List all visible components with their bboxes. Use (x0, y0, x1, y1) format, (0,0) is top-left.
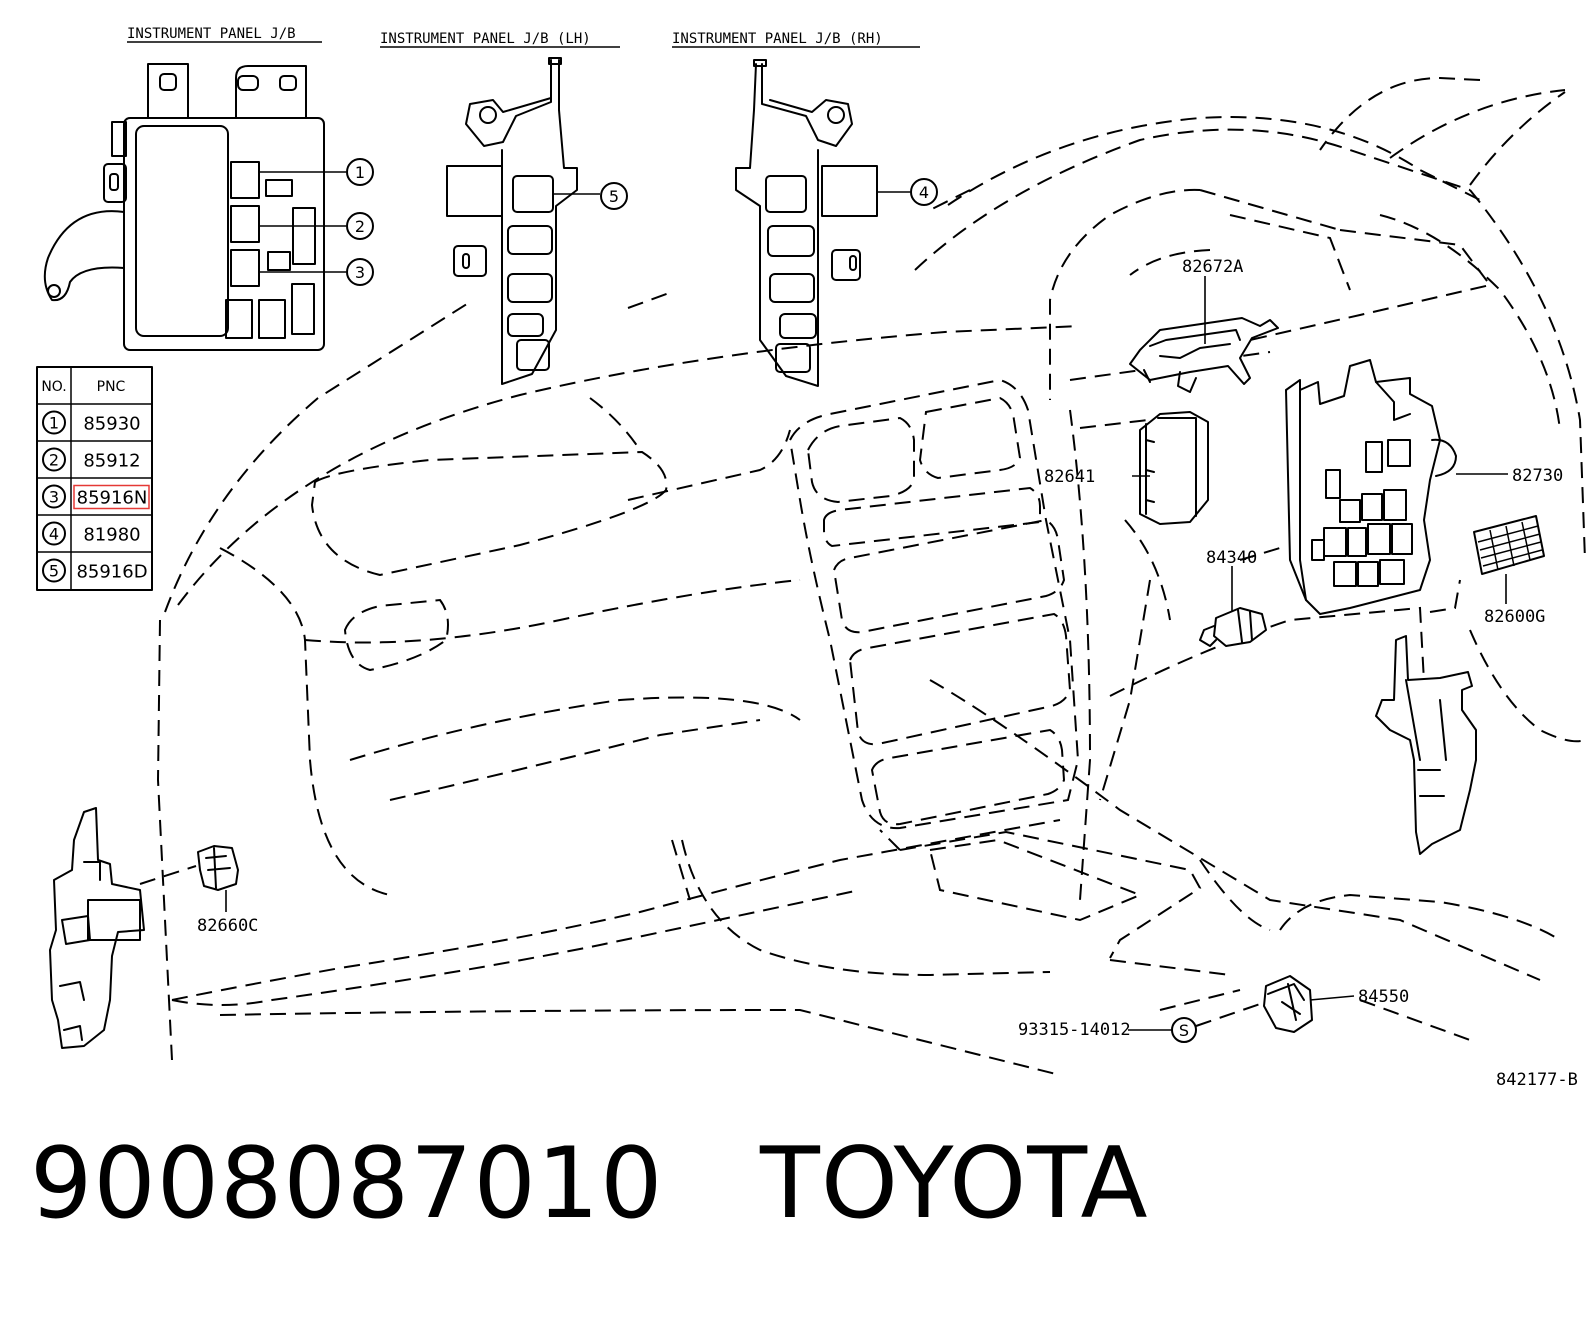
table-head-no: NO. (41, 379, 66, 395)
bracket-right (1375, 635, 1477, 855)
table-row-no: 2 (49, 451, 59, 470)
caption: 9008087010 TOYOTA (30, 1135, 1149, 1233)
header-instrument-panel-jb-lh: INSTRUMENT PANEL J/B (LH) (380, 31, 591, 47)
table-row-pnc-85912: 85912 (83, 451, 140, 472)
instrument-panel-jb-drawing (43, 63, 346, 351)
callout-1-label: 1 (355, 163, 365, 182)
table-row-pnc-85916D: 85916D (76, 562, 147, 583)
center-console-outline (788, 378, 1202, 959)
callout-5-label: 5 (609, 187, 619, 206)
table-row-no: 3 (49, 488, 59, 507)
table-row-pnc-85930: 85930 (83, 414, 140, 435)
junction-block-82730 (1285, 359, 1508, 615)
header-instrument-panel-jb-rh: INSTRUMENT PANEL J/B (RH) (672, 31, 883, 47)
screw-s-mark-label: S (1179, 1021, 1189, 1040)
table-row-callout-2 (42, 447, 66, 472)
table-row-no: 1 (49, 414, 59, 433)
part-number: 9008087010 (30, 1127, 664, 1241)
label-82600g: 82600G (1484, 607, 1545, 627)
diagram-reference: 842177-B (1496, 1070, 1578, 1090)
pnc-table: NO. PNC 1 85930 2 85912 3 85916N 4 81980 5 85916D (36, 366, 153, 591)
table-row-no: 4 (49, 525, 59, 544)
table-row-callout-5 (42, 558, 66, 583)
callout-2 (346, 212, 374, 240)
highlight-box (73, 484, 150, 510)
brand: TOYOTA (759, 1127, 1149, 1241)
label-84550: 84550 (1358, 987, 1409, 1007)
label-93315-14012: 93315-14012 (1018, 1020, 1131, 1040)
label-82660c: 82660C (197, 916, 258, 936)
callout-3-label: 3 (355, 263, 365, 282)
switch-84340 (1199, 566, 1267, 647)
table-row-pnc-81980: 81980 (83, 525, 140, 546)
label-82641: 82641 (1044, 467, 1095, 487)
callout-3 (346, 258, 374, 286)
label-82672a: 82672A (1182, 257, 1243, 277)
callout-2-label: 2 (355, 217, 365, 236)
screw-s-mark (1171, 1017, 1197, 1043)
callout-1 (346, 158, 374, 186)
connector-82660c (197, 845, 239, 912)
label-84340: 84340 (1206, 548, 1257, 568)
table-row-callout-4 (42, 521, 66, 546)
dashboard-outline (156, 76, 1586, 1076)
header-instrument-panel-jb: INSTRUMENT PANEL J/B (127, 26, 296, 42)
table-row-callout-1 (42, 410, 66, 435)
table-row-callout-3 (42, 484, 66, 509)
table-row-pnc-85916N: 85916N (77, 488, 148, 509)
callout-4 (910, 178, 938, 206)
switch-84550 (1263, 975, 1355, 1033)
instrument-panel-jb-lh-drawing (446, 57, 600, 385)
callout-4-label: 4 (919, 183, 929, 202)
instrument-panel-jb-rh-drawing (735, 59, 910, 387)
label-82730: 82730 (1512, 466, 1563, 486)
table-row-no: 5 (49, 562, 59, 581)
bracket-left (49, 807, 197, 1049)
bracket-82672a (1129, 276, 1279, 393)
callout-5 (600, 182, 628, 210)
relay-box-82641 (1132, 411, 1209, 525)
caption-gap (664, 1127, 760, 1241)
table-head-pnc: PNC (97, 379, 126, 395)
grille-82600g (1473, 515, 1545, 604)
